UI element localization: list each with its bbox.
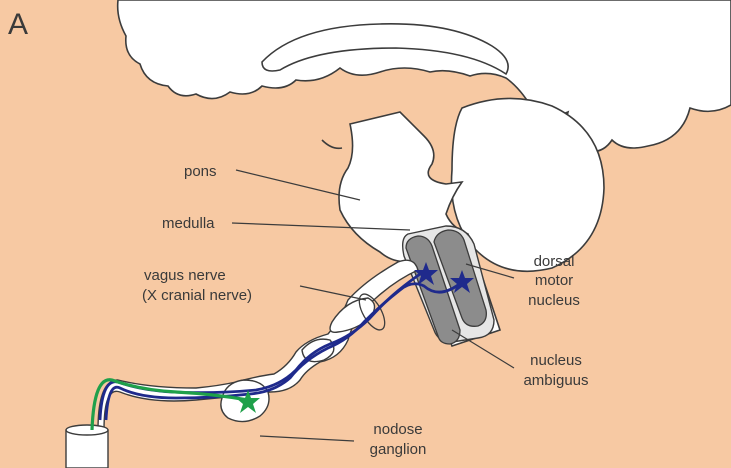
pons-label: pons — [184, 163, 217, 180]
nodose-label-line1: nodose — [373, 421, 422, 438]
vagus-label-line2: (X cranial nerve) — [142, 287, 252, 304]
ambiguus-label-line2: ambiguus — [523, 372, 588, 389]
panel-letter: A — [8, 8, 28, 41]
recording-tube — [66, 430, 108, 468]
medulla-label: medulla — [162, 215, 215, 232]
recording-tube-rim — [66, 425, 108, 435]
dorsal-label-line3: nucleus — [528, 292, 580, 309]
ambiguus-label-line1: nucleus — [530, 352, 582, 369]
dorsal-label-line1: dorsal — [534, 253, 575, 270]
nodose-label-line2: ganglion — [370, 441, 427, 458]
dorsal-label-line2: motor — [535, 272, 573, 289]
vagus-label-line1: vagus nerve — [144, 267, 226, 284]
